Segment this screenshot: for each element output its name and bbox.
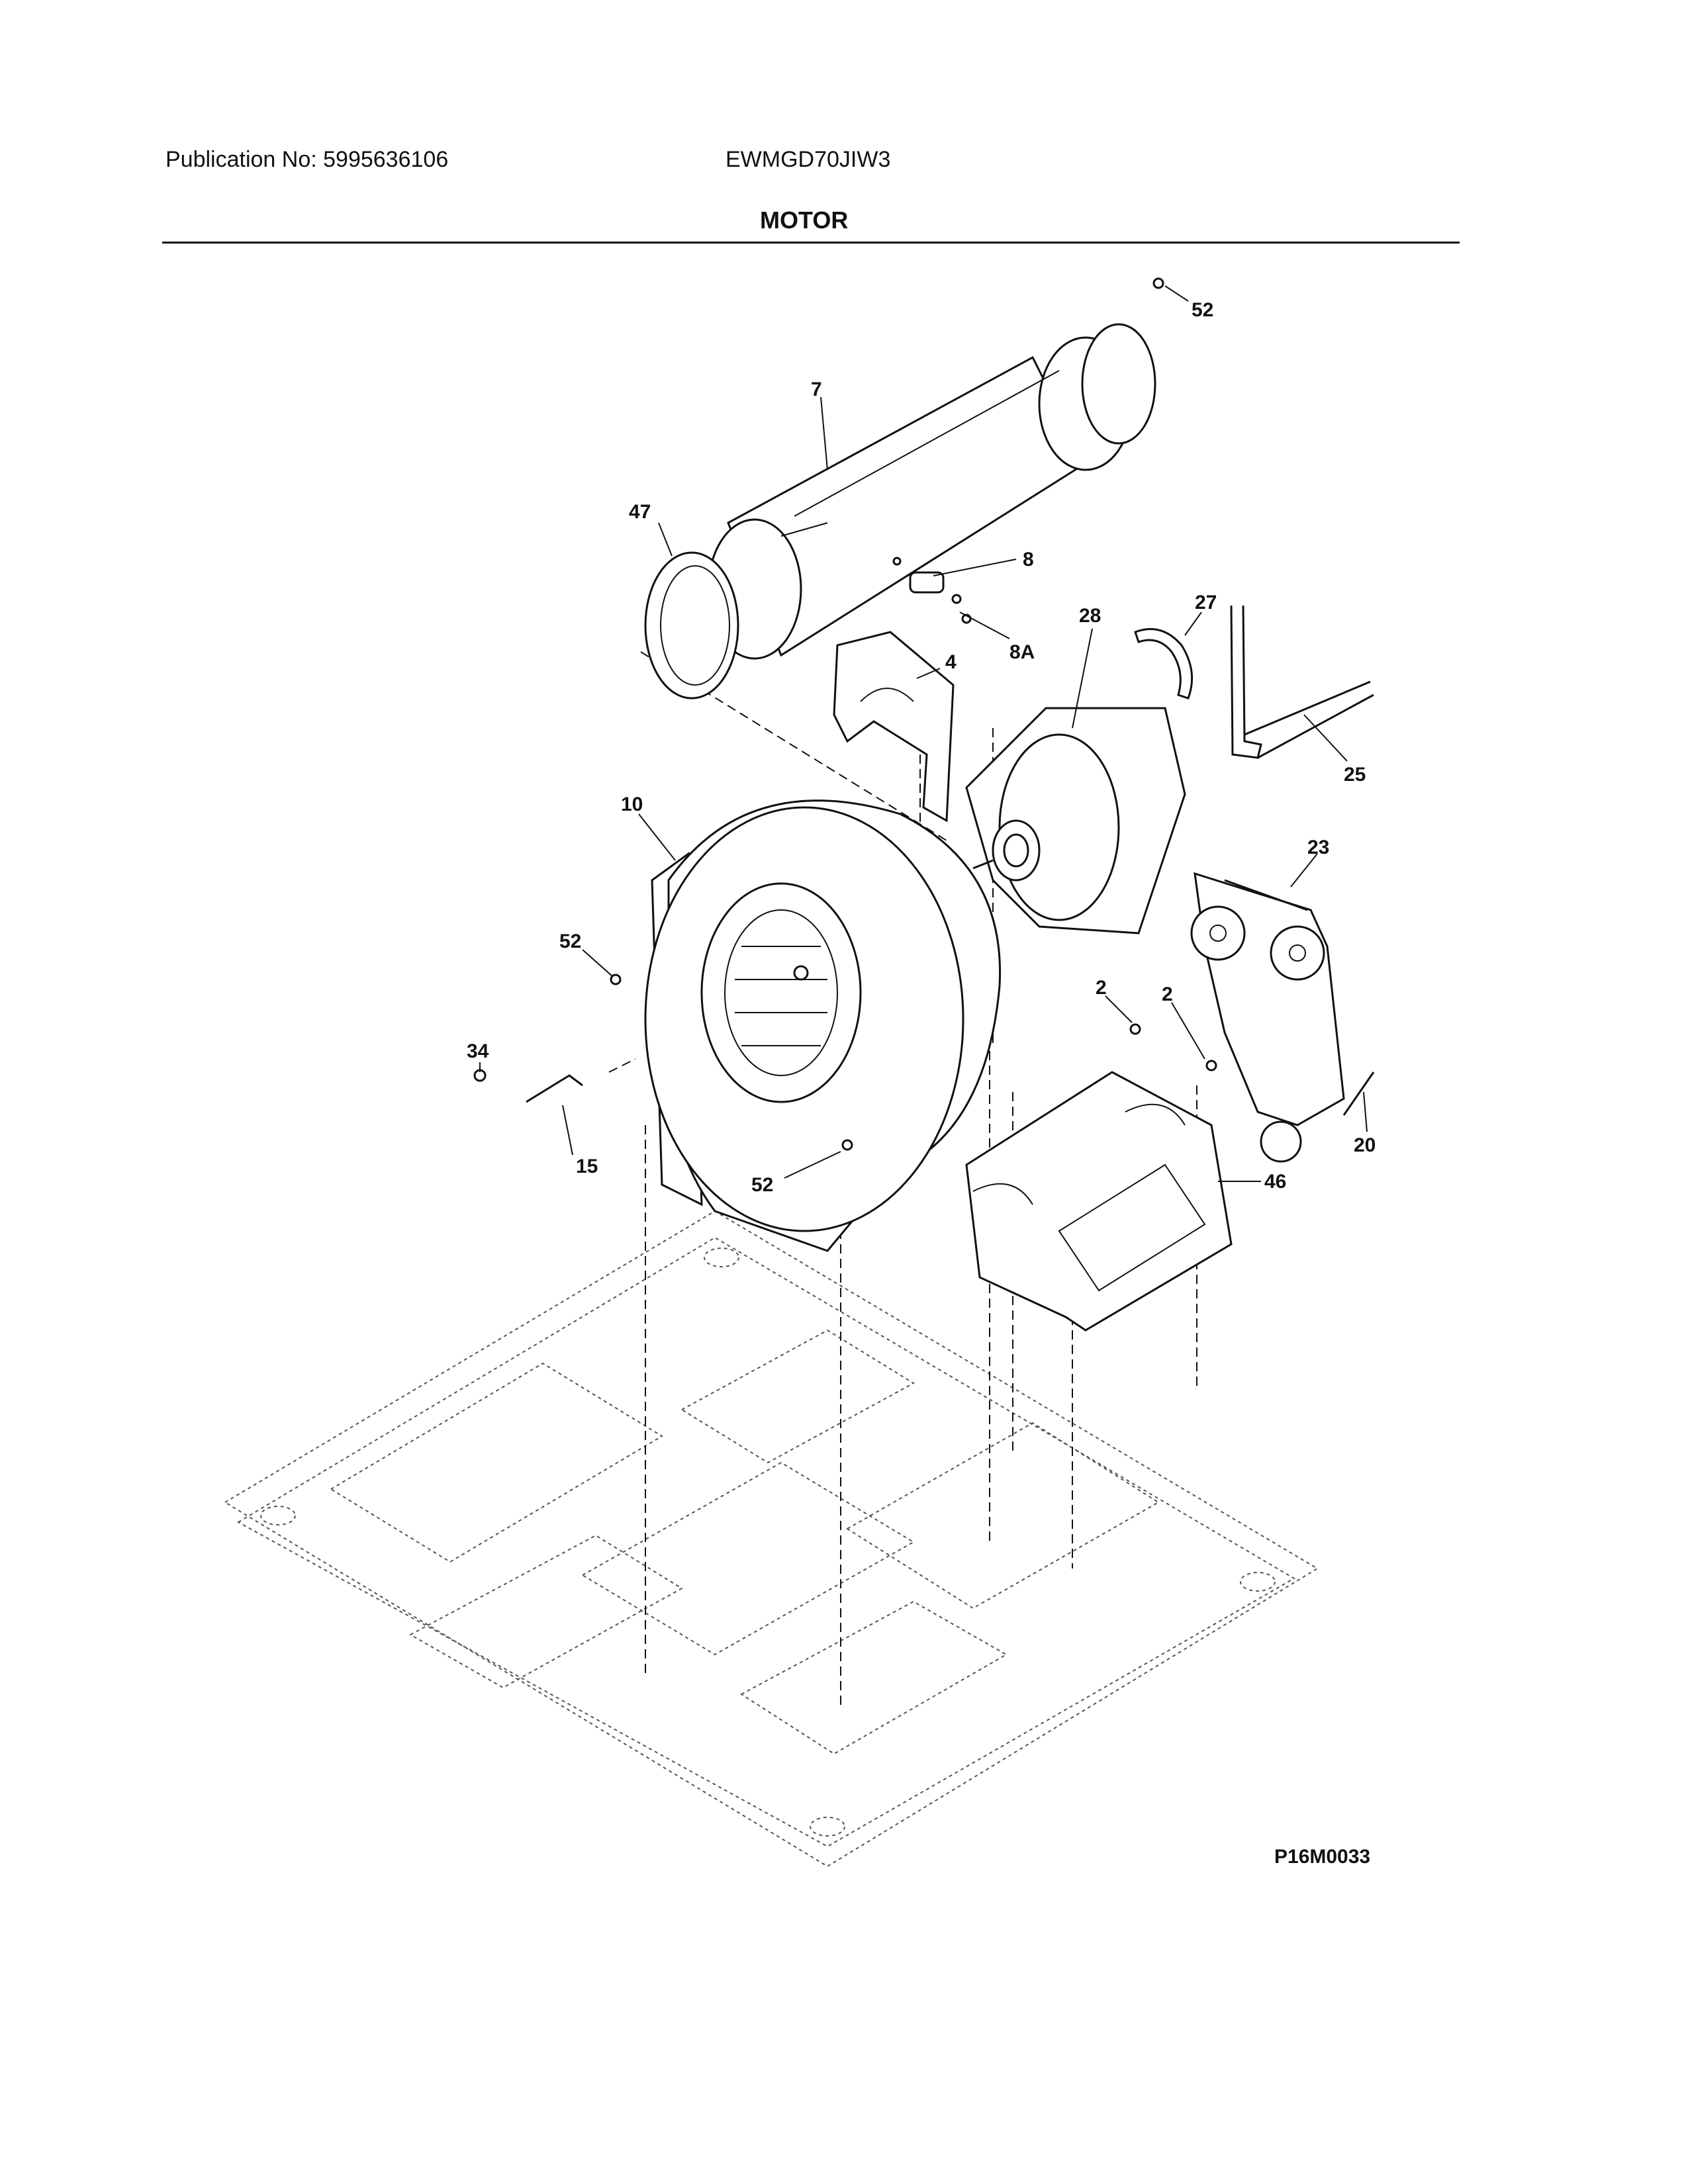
callout-8: 8 — [1023, 549, 1034, 570]
screws — [473, 277, 1375, 1151]
callout-47: 47 — [629, 501, 651, 523]
motor-clip — [1134, 628, 1194, 700]
callout-8a: 8A — [1009, 641, 1035, 663]
motor-mount-bracket — [833, 631, 955, 823]
drive-belt — [1230, 605, 1374, 759]
callout-15: 15 — [576, 1156, 598, 1177]
duct-ring — [644, 551, 739, 700]
base-plate — [224, 1210, 1319, 1868]
callout-7: 7 — [811, 379, 822, 400]
model-number: EWMGD70JIW3 — [726, 147, 891, 172]
blower-duct — [707, 323, 1156, 660]
callout-46: 46 — [1264, 1171, 1286, 1193]
callout-10: 10 — [621, 794, 643, 815]
callout-2-b: 2 — [1162, 983, 1173, 1005]
drive-motor — [965, 707, 1186, 934]
callout-25: 25 — [1344, 764, 1366, 786]
callout-2-a: 2 — [1096, 977, 1107, 999]
blower-housing — [644, 799, 1002, 1252]
idler-assembly — [1190, 872, 1345, 1163]
diagram-code: P16M0033 — [1274, 1846, 1370, 1868]
callout-4: 4 — [945, 651, 957, 673]
callout-28: 28 — [1079, 605, 1101, 627]
section-title: MOTOR — [760, 206, 849, 234]
callout-20: 20 — [1354, 1134, 1376, 1156]
publication-number: Publication No: 5995636106 — [165, 147, 449, 172]
callout-52-bottom: 52 — [751, 1174, 773, 1196]
callout-23: 23 — [1307, 837, 1329, 858]
motor-base — [965, 1071, 1233, 1332]
header-rule — [162, 242, 1460, 244]
leader-lines — [479, 285, 1368, 1182]
callout-52-left: 52 — [559, 931, 581, 952]
callout-52-top: 52 — [1192, 299, 1213, 321]
callout-34: 34 — [467, 1040, 489, 1062]
callout-27: 27 — [1195, 592, 1217, 614]
